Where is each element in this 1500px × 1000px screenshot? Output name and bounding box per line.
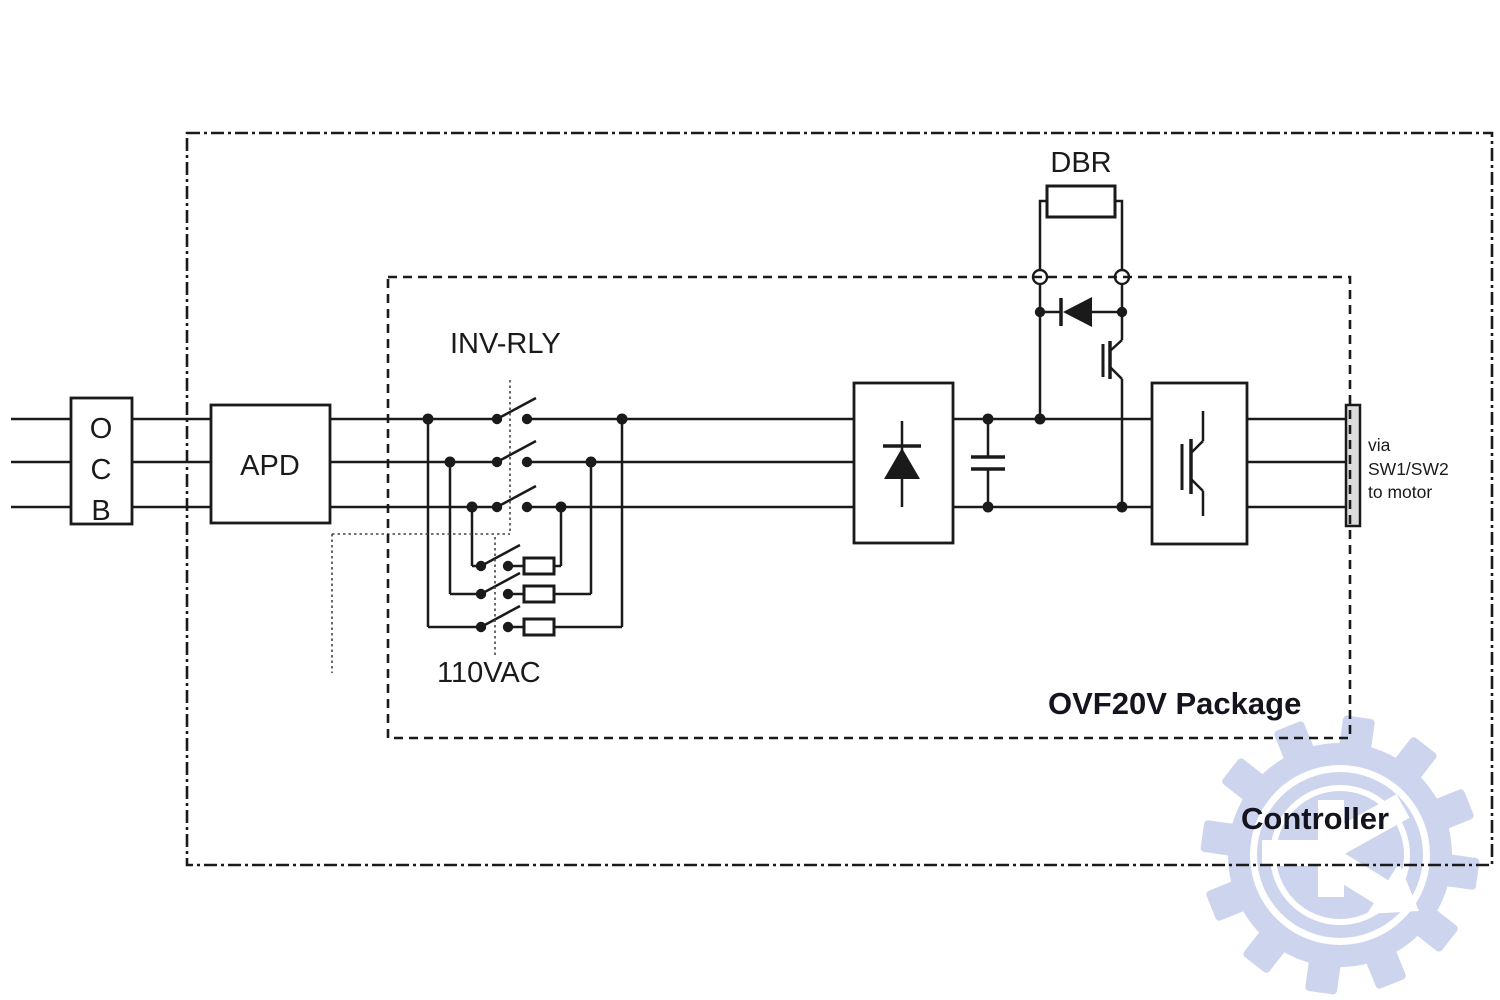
apd-box bbox=[209, 403, 332, 525]
ocb-box bbox=[69, 396, 134, 526]
dbr-resistor-symbol bbox=[1045, 184, 1117, 219]
inverter-block bbox=[1150, 381, 1249, 546]
three-phase-wires bbox=[11, 417, 854, 509]
rectifier-block bbox=[852, 381, 955, 545]
output-note-line: via bbox=[1368, 435, 1391, 455]
output-note-line: to motor bbox=[1368, 482, 1432, 502]
ocb-letter: O bbox=[90, 413, 113, 445]
bypass-branch-wires bbox=[426, 419, 624, 627]
resistor-symbol bbox=[522, 617, 556, 637]
brake-chopper bbox=[1034, 284, 1128, 513]
ocb-letter: B bbox=[91, 495, 110, 527]
resistor-symbol bbox=[522, 556, 556, 576]
ocb-letter: C bbox=[91, 454, 112, 486]
junction-dots bbox=[422, 413, 628, 513]
dbr-label: DBR bbox=[1050, 147, 1111, 179]
inv-rly-label: INV-RLY bbox=[450, 328, 561, 360]
inverter-box bbox=[1150, 381, 1249, 546]
relay-linkage-dotted-lines bbox=[331, 380, 511, 673]
dbr-resistor-block: DBR bbox=[1031, 147, 1131, 286]
charging-resistor-rows bbox=[428, 543, 622, 637]
ocb-block: O C B bbox=[69, 396, 134, 527]
capacitor-symbol bbox=[971, 455, 1005, 471]
ovf20v-package-boundary bbox=[386, 275, 1352, 740]
gear-k-arrow-glyph bbox=[1262, 794, 1419, 914]
controller-boundary bbox=[185, 131, 1494, 867]
resistor-symbol bbox=[522, 584, 556, 604]
inv-rly-main-contacts bbox=[491, 396, 537, 513]
dc-link-capacitor bbox=[971, 413, 1005, 513]
freewheel-diode-symbol bbox=[1040, 297, 1122, 327]
control-voltage-label: 110VAC bbox=[437, 657, 541, 689]
watermark-gear-logo bbox=[1200, 715, 1480, 995]
inverter-igbt-symbol bbox=[1180, 411, 1205, 516]
package-title: OVF20V Package bbox=[1048, 686, 1301, 721]
inverter-output-wires bbox=[1247, 417, 1346, 509]
output-note: via SW1/SW2 to motor bbox=[1368, 435, 1449, 502]
output-note-line: SW1/SW2 bbox=[1368, 459, 1449, 479]
apd-block: APD bbox=[209, 403, 332, 525]
output-terminal-bar bbox=[1344, 403, 1362, 528]
diode-symbol bbox=[883, 421, 921, 507]
apd-label: APD bbox=[240, 450, 300, 482]
controller-title: Controller bbox=[1241, 801, 1389, 836]
contact-blades bbox=[496, 396, 537, 509]
chopper-igbt-symbol bbox=[1101, 339, 1123, 380]
